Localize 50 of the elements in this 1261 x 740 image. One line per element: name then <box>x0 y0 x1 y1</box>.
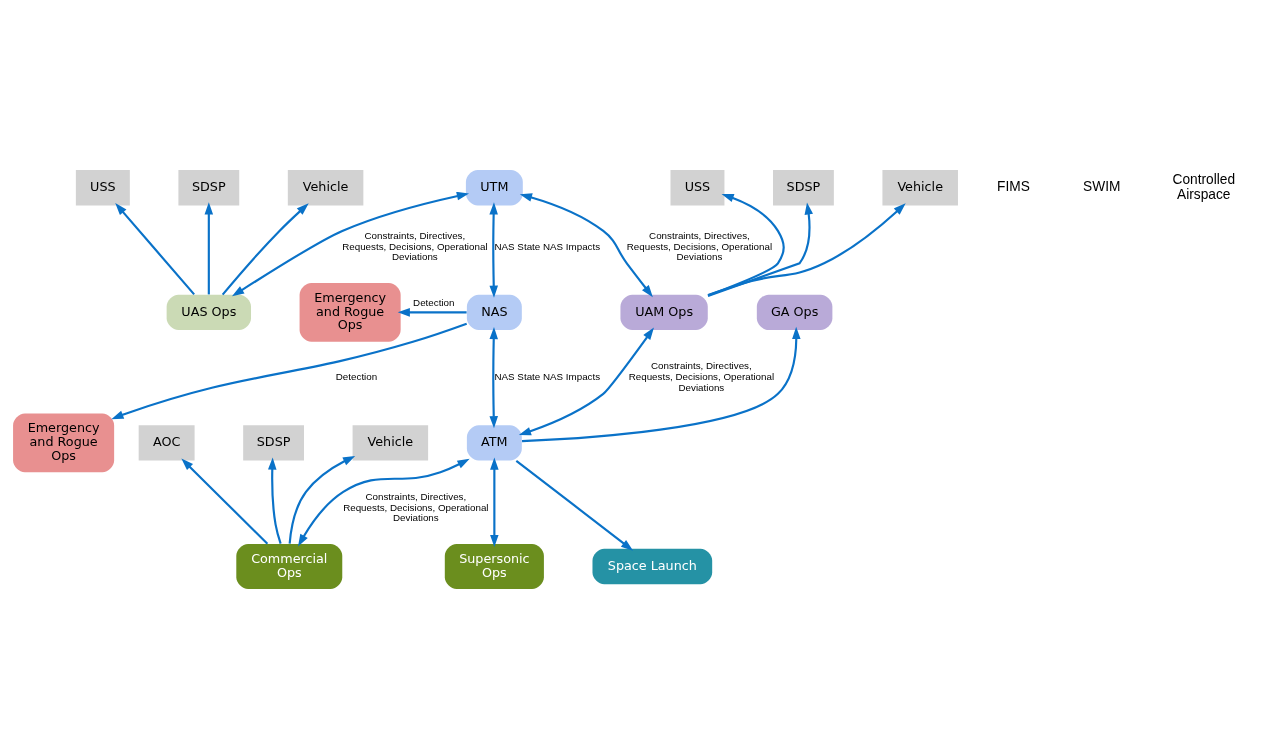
label: FIMS <box>997 178 1030 194</box>
node-box: UTM <box>465 169 523 205</box>
label: Controlled Airspace <box>1172 171 1236 202</box>
arrow <box>519 192 653 297</box>
node-box: Space Launch <box>592 548 713 584</box>
edge-label: NAS State NAS Impacts <box>494 240 601 252</box>
node-box: AOC <box>138 424 195 461</box>
node-box: SDSP <box>178 169 240 205</box>
arrow <box>707 202 906 296</box>
arrow <box>489 326 498 428</box>
arrow <box>515 459 634 551</box>
arrow <box>397 307 467 317</box>
node-box: SDSP <box>773 169 834 205</box>
arrow <box>298 458 470 547</box>
arrow <box>221 202 309 295</box>
node-box: Commercial Ops <box>236 543 343 589</box>
arrow <box>288 455 356 544</box>
arrow <box>490 457 499 547</box>
arrow <box>707 201 813 297</box>
edge-label: Detection <box>413 296 455 308</box>
node-box: SDSP <box>243 424 304 461</box>
node-box: NAS <box>466 294 522 330</box>
arrow <box>181 457 269 545</box>
arrow <box>518 327 654 435</box>
node-box: Vehicle <box>882 169 958 205</box>
edge-label: NAS State NAS Impacts <box>494 370 601 382</box>
node-box: ATM <box>466 424 522 461</box>
arrow <box>232 191 469 296</box>
arrow <box>268 456 282 544</box>
node-box: Vehicle <box>287 169 364 205</box>
label: SWIM <box>1083 178 1121 194</box>
node-box: GA Ops <box>756 294 833 330</box>
arrow <box>115 202 195 295</box>
edge-label: Constraints, Directives, Requests, Decisions, Operational Deviations <box>343 490 489 523</box>
node-box: Emergency and Rogue Ops <box>299 282 401 342</box>
node-box: UAM Ops <box>620 294 708 330</box>
arrow <box>522 326 801 442</box>
node-box: Vehicle <box>352 424 429 461</box>
node-box: Supersonic Ops <box>444 543 544 589</box>
node-box: USS <box>75 169 130 205</box>
edge-label: Constraints, Directives, Requests, Decisions, Operational Deviations <box>342 229 488 262</box>
arrow <box>489 201 498 298</box>
arrow <box>111 322 468 419</box>
edge-label: Constraints, Directives, Requests, Decisions, Operational Deviations <box>628 359 775 393</box>
edge-label: Constraints, Directives, Requests, Decisions, Operational Deviations <box>626 229 773 262</box>
arrow <box>204 201 214 294</box>
node-box: USS <box>670 169 725 205</box>
node-box: Emergency and Rogue Ops <box>13 412 115 472</box>
edge-label: Detection <box>335 370 378 382</box>
node-box: UAS Ops <box>166 294 251 330</box>
